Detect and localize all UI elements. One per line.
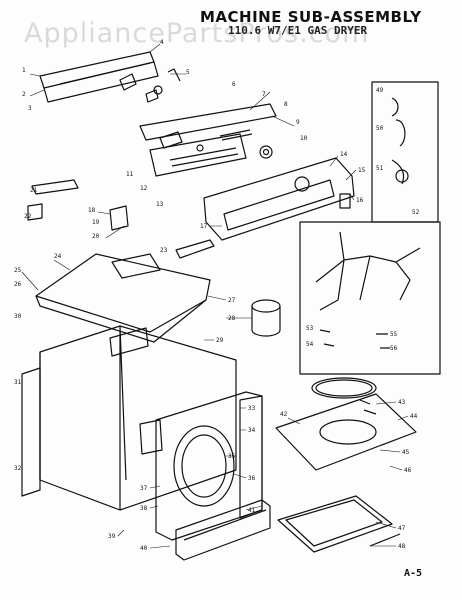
callout-9: 9 <box>296 119 300 126</box>
callout-20: 20 <box>92 233 100 240</box>
callout-4: 4 <box>160 39 164 46</box>
callout-17: 17 <box>200 223 208 230</box>
control-panel <box>139 103 277 177</box>
callout-32: 32 <box>14 465 22 472</box>
callout-48: 48 <box>398 543 406 550</box>
callout-16: 16 <box>356 197 364 204</box>
diagram-subtitle: 110.6 W7/E1 GAS DRYER <box>228 24 368 37</box>
callout-25: 25 <box>14 267 22 274</box>
callout-45: 45 <box>402 449 410 456</box>
callout-51: 51 <box>376 165 384 172</box>
callout-22: 22 <box>24 213 32 220</box>
callout-7: 7 <box>262 91 266 98</box>
callout-2: 2 <box>22 91 26 98</box>
callout-47: 47 <box>398 525 406 532</box>
callout-42: 42 <box>280 411 288 418</box>
callout-40: 40 <box>140 545 148 552</box>
control-knob-parts <box>119 68 181 103</box>
callout-54: 54 <box>306 341 314 348</box>
cabinet-front-panel <box>155 391 263 541</box>
callout-33: 33 <box>248 405 256 412</box>
callout-12: 12 <box>140 185 148 192</box>
callout-46: 46 <box>404 467 412 474</box>
callout-14: 14 <box>340 151 348 158</box>
page-number: A-5 <box>404 568 423 579</box>
callout-39: 39 <box>108 533 116 540</box>
callout-21: 21 <box>30 187 38 194</box>
watermark: AppliancePartsPros.com <box>24 18 370 49</box>
callout-19: 19 <box>92 219 100 226</box>
callout-41: 41 <box>248 507 256 514</box>
callout-49: 49 <box>376 87 384 94</box>
connector-parts-left <box>27 179 215 259</box>
door-seal-ring <box>311 377 377 399</box>
callout-29: 29 <box>216 337 224 344</box>
callout-36: 36 <box>248 475 256 482</box>
drum-bearing-assembly <box>251 299 281 337</box>
callout-28: 28 <box>228 315 236 322</box>
callout-15: 15 <box>358 167 366 174</box>
callout-26: 26 <box>14 281 22 288</box>
diagram-title: MACHINE SUB-ASSEMBLY <box>200 8 422 26</box>
callout-3: 3 <box>28 105 32 112</box>
callout-5: 5 <box>186 69 190 76</box>
callout-23: 23 <box>160 247 168 254</box>
callout-55: 55 <box>390 331 398 338</box>
callout-44: 44 <box>410 413 418 420</box>
callout-13: 13 <box>156 201 164 208</box>
callout-37: 37 <box>140 485 148 492</box>
callout-34: 34 <box>248 427 256 434</box>
dryer-door <box>275 393 417 471</box>
callout-52: 52 <box>412 209 420 216</box>
callout-8: 8 <box>284 101 288 108</box>
callout-27: 27 <box>228 297 236 304</box>
wiring-inset-box <box>371 81 439 223</box>
front-control-bezel <box>203 157 355 241</box>
toe-kick-panel <box>175 499 271 561</box>
wiring-harness-inset <box>299 221 441 375</box>
callout-38: 38 <box>140 505 148 512</box>
callout-31: 31 <box>14 379 22 386</box>
callout-50: 50 <box>376 125 384 132</box>
door-inner-panel <box>277 495 401 553</box>
callout-18: 18 <box>88 207 96 214</box>
callout-1: 1 <box>22 67 26 74</box>
callout-30: 30 <box>14 313 22 320</box>
callout-43: 43 <box>398 399 406 406</box>
cabinet-top-panel <box>35 253 211 343</box>
callout-35: 35 <box>228 453 236 460</box>
callout-11: 11 <box>126 171 134 178</box>
callout-6: 6 <box>232 81 236 88</box>
cabinet-main-body <box>21 325 237 511</box>
callout-24: 24 <box>54 253 62 260</box>
callout-leader-lines <box>21 43 409 549</box>
callout-10: 10 <box>300 135 308 142</box>
callout-53: 53 <box>306 325 314 332</box>
callout-56: 56 <box>390 345 398 352</box>
console-back-panel <box>39 51 159 103</box>
callout-number-labels: 1 2 3 4 5 6 7 8 9 10 11 12 13 14 15 16 1… <box>14 39 420 552</box>
